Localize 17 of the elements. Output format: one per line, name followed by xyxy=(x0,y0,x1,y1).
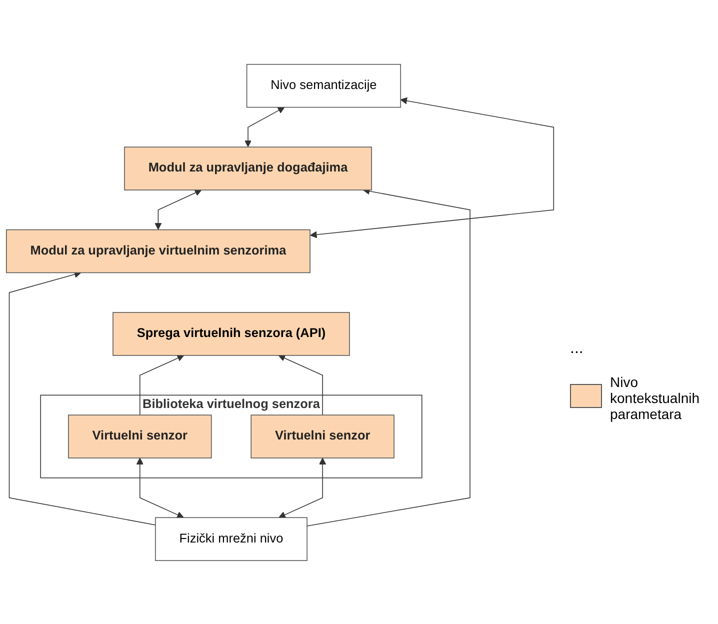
ellipsis-text: ... xyxy=(570,340,584,358)
legend-text: Nivo kontekstualnih parametara xyxy=(610,374,701,422)
node-box: Virtuelni senzor xyxy=(68,414,212,458)
node-box: Nivo semantizacije xyxy=(246,64,401,108)
arrow xyxy=(136,457,184,518)
arrow xyxy=(244,106,285,147)
arrow xyxy=(154,188,202,230)
node-box: Fizički mrežni nivo xyxy=(155,516,308,560)
arrow xyxy=(8,270,156,525)
node-box: Sprega virtuelnih senzora (API) xyxy=(112,312,350,356)
node-box: Modul za upravljanje događajima xyxy=(124,146,372,190)
arrow xyxy=(278,457,326,518)
arrow xyxy=(278,354,323,415)
node-box: Virtuelni senzor xyxy=(250,414,394,458)
node-box: Modul za upravljanje virtuelnim senzorima xyxy=(6,228,310,273)
arrow xyxy=(139,354,184,415)
arrow xyxy=(310,96,554,238)
